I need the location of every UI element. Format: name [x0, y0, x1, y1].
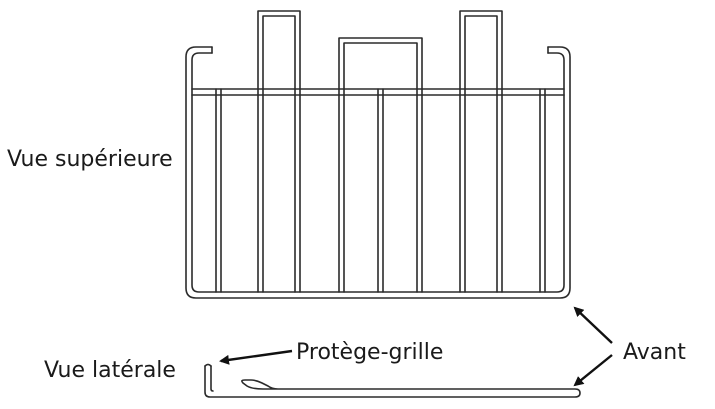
guard-outline [204, 365, 581, 398]
top-view-label: Vue supérieure [7, 147, 173, 172]
front-label: Avant [623, 340, 686, 365]
side-view-label: Vue latérale [44, 358, 176, 383]
arrow-front-top [573, 306, 613, 344]
shelf-loop-middle [338, 37, 423, 293]
shelf-loop-left [257, 10, 301, 293]
wire-shelf-top-view [185, 10, 571, 299]
guard-label: Protège-grille [296, 340, 444, 365]
shelf-loop-right [459, 10, 503, 293]
shelf-rods [215, 88, 546, 293]
annotation-arrows [219, 306, 613, 387]
arrow-front-bottom [573, 354, 613, 387]
guard-side-view [204, 363, 581, 398]
shelf-outer-frame [185, 46, 571, 299]
shelf-loop-middle-inner [343, 42, 418, 293]
shelf-loop-left-inner [262, 15, 296, 293]
shelf-loop-right-inner [464, 15, 498, 293]
arrow-guard [219, 349, 293, 365]
